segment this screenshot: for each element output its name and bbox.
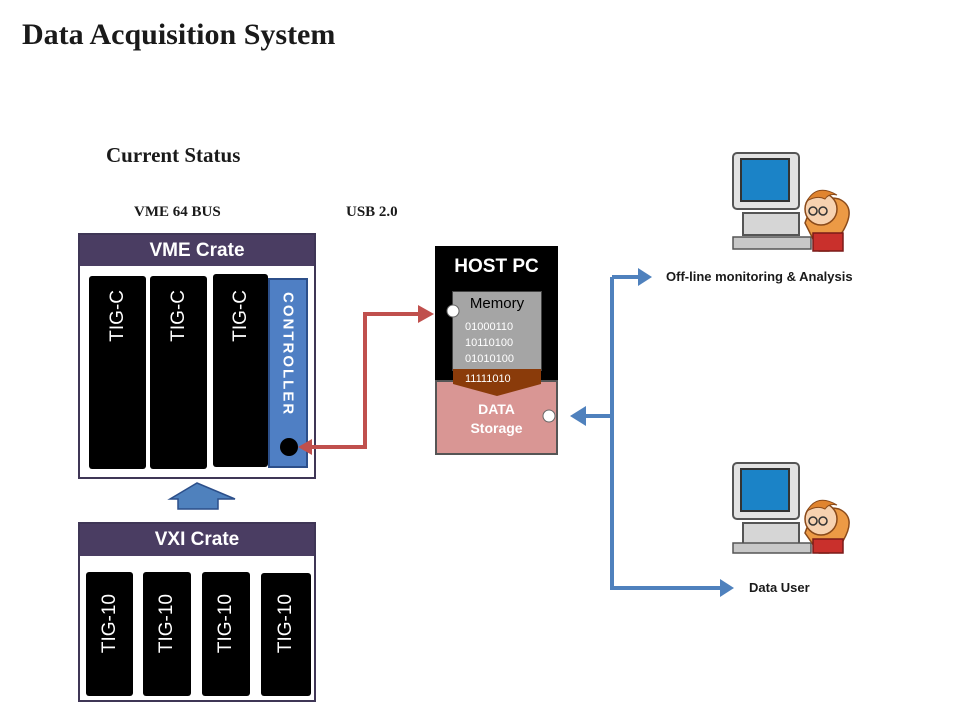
current-status-heading: Current Status [106, 143, 241, 167]
tig-10-card: TIG-10 [261, 573, 311, 696]
link-arrowhead [638, 268, 652, 286]
controller-label: CONTROLLER [279, 292, 297, 417]
link-arrowhead [570, 406, 586, 426]
storage-port-dot [542, 409, 556, 423]
memory-bits: 10110100 [465, 337, 514, 349]
host-pc-title: HOST PC [454, 256, 539, 277]
memory-bits: 01010100 [465, 353, 514, 365]
tig-c-card: TIG-C [89, 276, 146, 469]
memory-bits: 11111010 [465, 373, 511, 385]
offline-monitoring-label: Off-line monitoring & Analysis [666, 269, 853, 284]
tig-10-card: TIG-10 [86, 572, 133, 696]
vme-crate: VME Crate TIG-C TIG-C TIG-C CONTROLLER [78, 233, 316, 479]
usb-label: USB 2.0 [346, 204, 398, 220]
memory-block: Memory 01000110 10110100 01010100 [452, 291, 542, 371]
storage-line1: DATA [478, 401, 515, 417]
user-link-line [610, 277, 720, 590]
transfer-arrow [453, 369, 541, 396]
computer-user-icon [732, 152, 850, 252]
controller-card: CONTROLLER [268, 278, 308, 468]
usb-link-line [308, 312, 420, 449]
computer-user-icon [732, 462, 850, 554]
host-pc-body: HOST PC Memory 01000110 10110100 0101010… [435, 246, 558, 380]
up-arrow [167, 482, 236, 510]
link-arrowhead [720, 579, 734, 597]
vxi-crate-title: VXI Crate [80, 524, 314, 556]
usb-arrowhead [298, 439, 312, 455]
vxi-crate: VXI Crate TIG-10 TIG-10 TIG-10 TIG-10 [78, 522, 316, 702]
storage-line2: Storage [470, 420, 523, 436]
memory-label: Memory [469, 295, 525, 312]
data-user-label: Data User [749, 580, 810, 595]
memory-port-dot [446, 304, 460, 318]
tig-c-card: TIG-C [213, 274, 268, 467]
tig-c-card: TIG-C [150, 276, 207, 469]
tig-10-card: TIG-10 [143, 572, 191, 696]
vme-bus-label: VME 64 BUS [134, 204, 221, 220]
controller-port-dot [280, 438, 298, 456]
data-storage-label: DATA Storage [437, 400, 556, 438]
tig-10-card: TIG-10 [202, 572, 250, 696]
vme-crate-title: VME Crate [80, 235, 314, 266]
usb-arrowhead [418, 305, 434, 323]
page-title: Data Acquisition System [22, 18, 336, 51]
memory-bits: 01000110 [465, 321, 514, 333]
